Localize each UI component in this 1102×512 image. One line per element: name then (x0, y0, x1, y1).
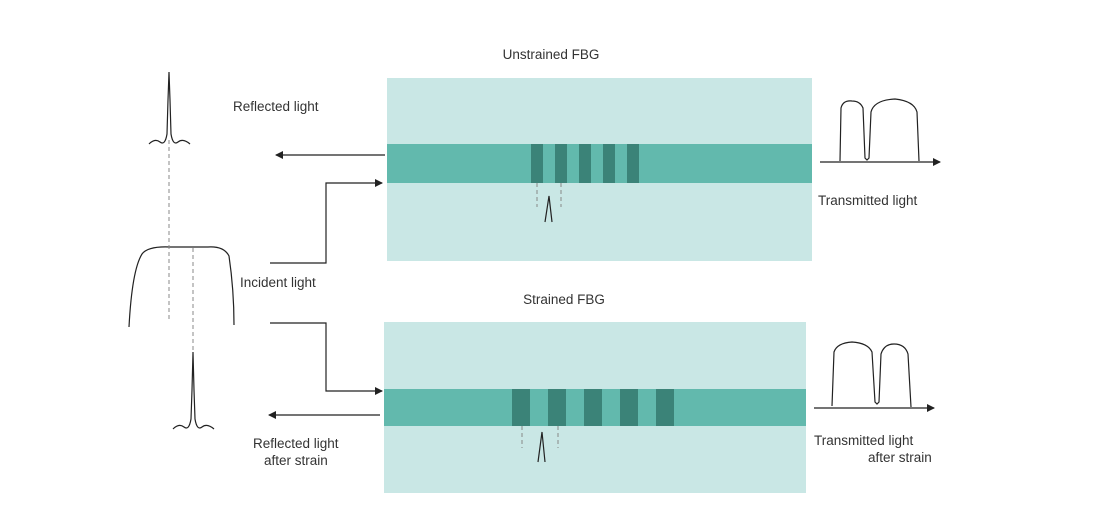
reflected-light-label: Reflected light (233, 99, 319, 114)
reflected-after-strain-peak (172, 351, 215, 430)
strained-period-marker (521, 426, 559, 463)
unstrained-fbg (387, 78, 812, 261)
unstrained-gratings (531, 144, 639, 183)
grating-bar (548, 389, 566, 426)
incident-arrow-bottom (270, 322, 383, 395)
reflected-after-strain-label-2: after strain (264, 453, 328, 468)
strained-fbg-title: Strained FBG (523, 292, 605, 307)
strained-fbg (384, 322, 806, 493)
grating-bar (579, 144, 591, 183)
transmitted-after-strain-label-1: Transmitted light (814, 433, 914, 448)
transmitted-spectrum (820, 98, 941, 166)
transmitted-light-label: Transmitted light (818, 193, 918, 208)
grating-bar (512, 389, 530, 426)
grating-bar (584, 389, 602, 426)
transmitted-after-strain-label-2: after strain (868, 450, 932, 465)
grating-bar (531, 144, 543, 183)
incident-light-label: Incident light (240, 275, 316, 290)
incident-spectrum (128, 246, 235, 328)
grating-bar (603, 144, 615, 183)
reflected-after-strain-label-1: Reflected light (253, 436, 339, 451)
incident-arrow-top (270, 179, 383, 264)
reflected-spectrum-peak (148, 71, 191, 145)
unstrained-period-marker (536, 183, 562, 223)
grating-bar (627, 144, 639, 183)
unstrained-fbg-title: Unstrained FBG (503, 47, 600, 62)
grating-bar (620, 389, 638, 426)
transmitted-after-strain-spectrum (814, 341, 935, 412)
grating-bar (555, 144, 567, 183)
strained-gratings (512, 389, 674, 426)
unstrained-core (387, 144, 812, 183)
grating-bar (656, 389, 674, 426)
